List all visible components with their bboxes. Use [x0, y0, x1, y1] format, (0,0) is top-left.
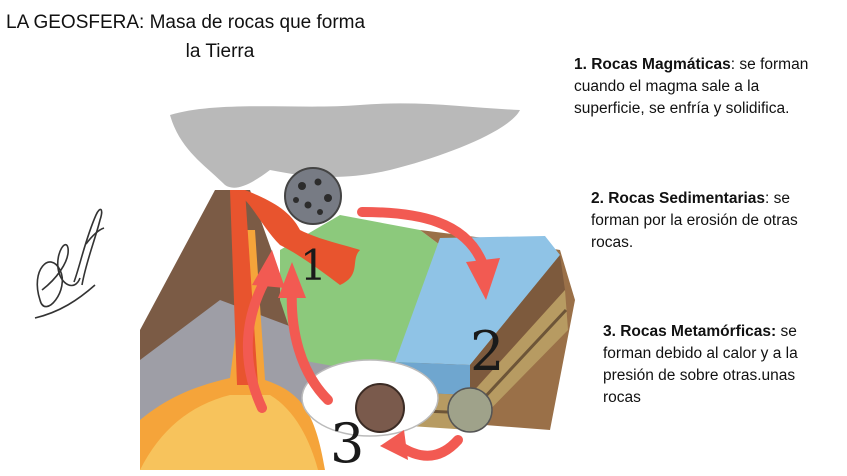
arrow-head-erosion	[466, 258, 500, 300]
note-sedimentary-rocks: 2. Rocas Sedimentarias: se forman por la…	[591, 188, 831, 254]
note-heading: 3. Rocas Metamórficas:	[603, 323, 777, 340]
stage-numbers: 1 2 3	[300, 241, 504, 475]
note-magmatic-rocks: 1. Rocas Magmáticas: se forman cuando el…	[574, 54, 829, 120]
sedimentary-rock-icon	[447, 387, 493, 433]
stage-number-1: 1	[300, 241, 327, 290]
note-heading: 1. Rocas Magmáticas	[574, 56, 731, 73]
arrow-erosion	[357, 207, 487, 267]
note-text: : se forman por la erosión de otras roca…	[591, 190, 798, 251]
note-text: : se forman cuando el magma sale a la su…	[574, 56, 809, 117]
page-title: LA GEOSFERA: Masa de rocas que forma la …	[6, 8, 426, 66]
magma-core	[140, 395, 318, 470]
arrow-uplift-left	[242, 270, 273, 413]
arrow-uplift-right	[286, 283, 333, 405]
note-heading: 2. Rocas Sedimentarias	[591, 190, 766, 207]
sea-side	[470, 255, 565, 395]
smoke-cloud	[170, 103, 520, 188]
note-metamorphic-rocks: 3. Rocas Metamórficas: se forman debido …	[603, 321, 833, 409]
metamorphic-rock-icon	[355, 383, 405, 433]
title-line-1: LA GEOSFERA: Masa de rocas que forma	[6, 12, 366, 33]
stage-number-3: 3	[330, 412, 364, 475]
sea-top	[395, 236, 560, 365]
lava-flow	[245, 190, 360, 285]
stage-number-2: 2	[470, 320, 504, 383]
arrow-head-right	[278, 262, 306, 298]
arrow-head-burial	[380, 430, 408, 460]
note-text: se forman debido al calor y a la presión…	[603, 323, 798, 406]
igneous-rock-icon	[284, 167, 342, 225]
title-line-2: la Tierra	[185, 41, 255, 62]
signature-icon	[34, 208, 105, 319]
igneous-rock-spots	[293, 178, 332, 215]
arrow-head-left	[252, 250, 285, 288]
arrow-heads	[252, 250, 500, 460]
